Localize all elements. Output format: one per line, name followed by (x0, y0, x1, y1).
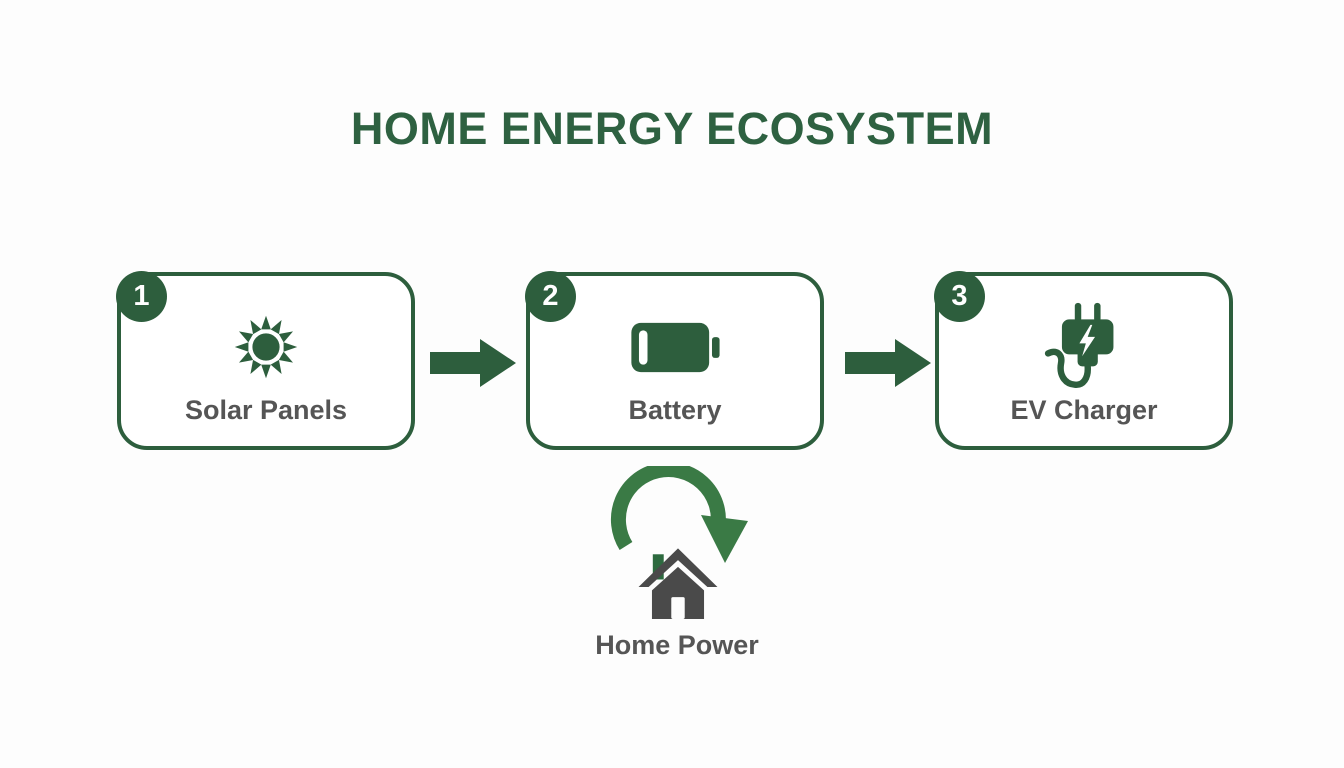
step-number-badge: 2 (525, 271, 576, 322)
step-number-badge: 3 (934, 271, 985, 322)
sun-icon (121, 304, 411, 390)
step-box-battery: 2 Battery (525, 271, 824, 450)
right-block-arrow-icon (430, 336, 516, 395)
step-label: Solar Panels (184, 395, 348, 425)
curved-down-arrow-icon (604, 462, 754, 576)
step-label: Battery (628, 395, 722, 425)
step-number-badge: 1 (116, 271, 167, 322)
step-box-solar-panels: 1 Solar Pan (116, 271, 415, 450)
step-box-ev-charger: 3 EV Charger (934, 271, 1233, 450)
diagram-title: HOME ENERGY ECOSYSTEM (350, 103, 994, 154)
battery-icon (530, 304, 820, 390)
step-label: EV Charger (1010, 395, 1158, 425)
ev-plug-icon (939, 302, 1229, 390)
home-power-label: Home Power (595, 630, 759, 660)
house-icon (636, 543, 720, 626)
right-block-arrow-icon (845, 336, 931, 395)
